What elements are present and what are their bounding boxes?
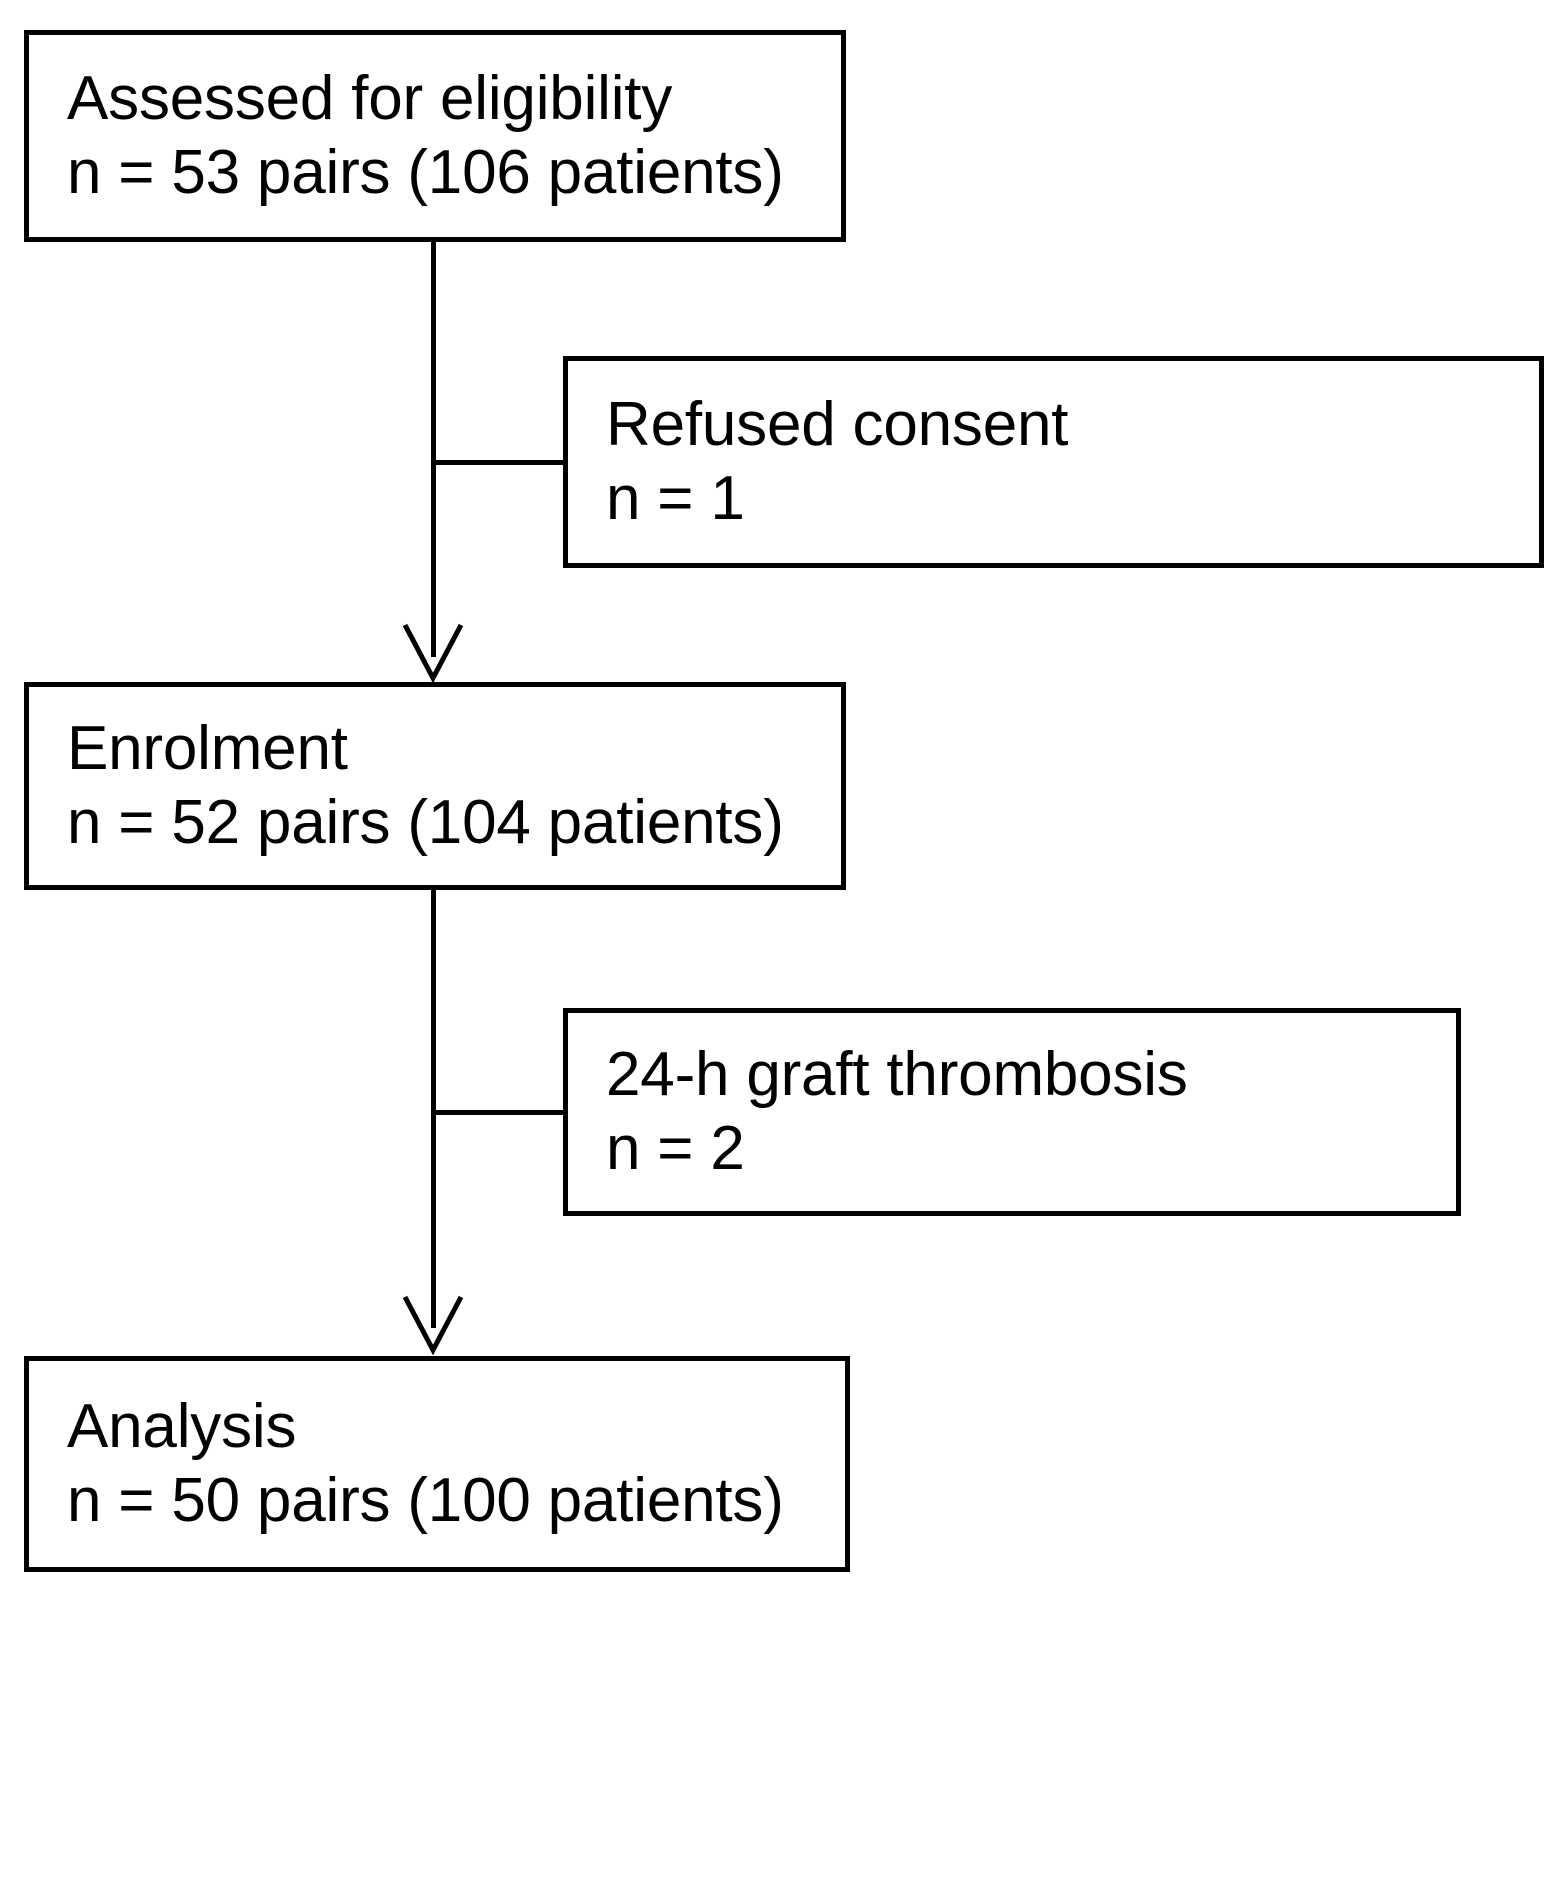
node-enrolment: Enrolment n = 52 pairs (104 patients) [24, 682, 846, 890]
node-assessed-for-eligibility: Assessed for eligibility n = 53 pairs (1… [24, 30, 846, 242]
connector-assessed-to-enrolment [431, 242, 436, 657]
connector-enrolment-to-thrombosis [431, 1110, 567, 1115]
arrowhead-down-icon-analysis [402, 1295, 464, 1356]
connector-enrolment-to-analysis [431, 890, 436, 1328]
node-graft-thrombosis: 24-h graft thrombosis n = 2 [563, 1008, 1461, 1216]
node-assessed-line2: n = 53 pairs (106 patients) [67, 138, 784, 207]
node-thrombosis-line2: n = 2 [606, 1114, 745, 1183]
node-enrolment-line2: n = 52 pairs (104 patients) [67, 788, 784, 857]
node-thrombosis-line1: 24-h graft thrombosis [606, 1040, 1188, 1110]
node-analysis: Analysis n = 50 pairs (100 patients) [24, 1356, 850, 1572]
node-refused-line1: Refused consent [606, 390, 1069, 460]
node-refused-line2: n = 1 [606, 464, 745, 533]
connector-assessed-to-refused [431, 460, 567, 465]
node-refused-consent: Refused consent n = 1 [563, 356, 1544, 568]
node-analysis-line1: Analysis [67, 1392, 297, 1462]
arrowhead-down-icon-enrolment [402, 623, 464, 684]
node-assessed-line1: Assessed for eligibility [67, 64, 673, 134]
node-analysis-line2: n = 50 pairs (100 patients) [67, 1466, 784, 1535]
node-enrolment-line1: Enrolment [67, 714, 348, 784]
